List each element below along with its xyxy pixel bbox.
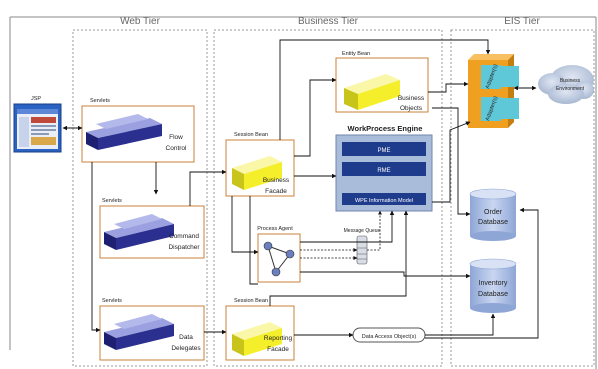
business-objects-stereotype: Entity Bean: [342, 51, 370, 57]
command-dispatcher-stereotype: Servlets: [102, 198, 122, 204]
flow-control-label1: Flow: [169, 134, 183, 141]
inventory-database-icon: [469, 258, 517, 313]
dao-to-order-db-arrow: [425, 207, 539, 339]
adapter-top: [501, 66, 519, 87]
process-agent-network-icon: [263, 241, 295, 277]
reporting-facade-stereotype: Session Bean: [234, 298, 268, 304]
message-queue-links: [300, 210, 382, 260]
inventory-database-line1: Inventory: [479, 280, 508, 287]
reporting-facade-label2: Facade: [267, 346, 289, 353]
web-tier-box: [72, 29, 208, 367]
order-database-icon: [469, 188, 517, 241]
process-agent-label: Process Agent: [257, 226, 293, 232]
adapter-bottom: [501, 98, 519, 119]
reporting-facade-bean-block: [232, 322, 282, 356]
facade-to-agent-arrow: [231, 196, 259, 255]
facade-to-adapters-arrow: [279, 39, 491, 140]
connector-lines: [62, 39, 539, 339]
business-environment-cloud: [538, 65, 594, 104]
business-facade-stereotype: Session Bean: [234, 132, 268, 138]
jsp-screen-icon: [13, 103, 62, 153]
business-facade-label2: Facade: [265, 188, 287, 195]
business-tier-box: [213, 29, 443, 367]
data-delegates-servlet-block: [104, 314, 174, 350]
web-tier-title: Web Tier: [120, 16, 160, 27]
business-facade-bean-block: [232, 156, 282, 190]
business-environment-line2: Environment: [556, 86, 585, 92]
eis-tier-title: EIS Tier: [504, 16, 540, 27]
objects-to-adapters-arrow: [428, 81, 469, 93]
engine-pme-block: [342, 142, 426, 156]
engine-to-adapters-arrow: [432, 121, 471, 203]
flow-control-stereotype: Servlets: [90, 98, 110, 104]
reporting-to-engine-arrow: [269, 210, 409, 306]
eis-tier-box: [450, 29, 595, 367]
engine-info-model-block: [342, 193, 426, 205]
engine-pme-label: PME: [377, 148, 390, 154]
facade-to-objects-arrow: [294, 77, 337, 157]
dao-to-inventory-arrow: [425, 313, 496, 336]
business-environment-line1: Business: [560, 78, 581, 84]
data-access-label: Data Access Object(s): [362, 334, 417, 340]
inventory-database-line2: Database: [478, 291, 508, 298]
flow-control-label2: Control: [166, 145, 188, 152]
business-objects-label1: Business: [398, 95, 425, 102]
command-dispatcher-label1: Command: [169, 233, 199, 240]
objects-to-order-db-arrow: [432, 107, 471, 217]
agent-to-engine-arrow: [300, 210, 395, 243]
command-dispatcher-label2: Dispatcher: [168, 244, 200, 251]
command-dispatcher-servlet-block: [104, 214, 174, 250]
agent-to-inventory-arrow: [300, 271, 471, 279]
flow-to-delegates-arrow: [91, 162, 101, 333]
business-objects-bean-block: [344, 74, 400, 110]
business-tier-title: Business Tier: [298, 16, 359, 27]
business-facade-label1: Business: [263, 177, 290, 184]
order-database-line2: Database: [478, 219, 508, 226]
order-database-line1: Order: [484, 209, 503, 216]
engine-info-model-label: WPE Information Model: [355, 198, 413, 204]
message-queue-label: Message Queue: [344, 228, 381, 234]
data-delegates-label2: Delegates: [171, 345, 201, 352]
data-delegates-label1: Data: [179, 334, 193, 341]
engine-rme-label: RME: [377, 168, 390, 174]
business-objects-label2: Objects: [400, 105, 423, 112]
data-delegates-stereotype: Servlets: [102, 298, 122, 304]
facade-to-agent-lower-line: [249, 196, 258, 285]
reporting-facade-label1: Reporting: [264, 335, 293, 342]
engine-rme-block: [342, 162, 426, 176]
jsp-label: JSP: [31, 96, 41, 102]
command-to-facade-arrow: [189, 169, 227, 206]
engine-title: WorkProcess Engine: [348, 124, 423, 133]
flow-control-servlet-block: [86, 114, 162, 150]
message-queue-icon: [356, 235, 368, 265]
